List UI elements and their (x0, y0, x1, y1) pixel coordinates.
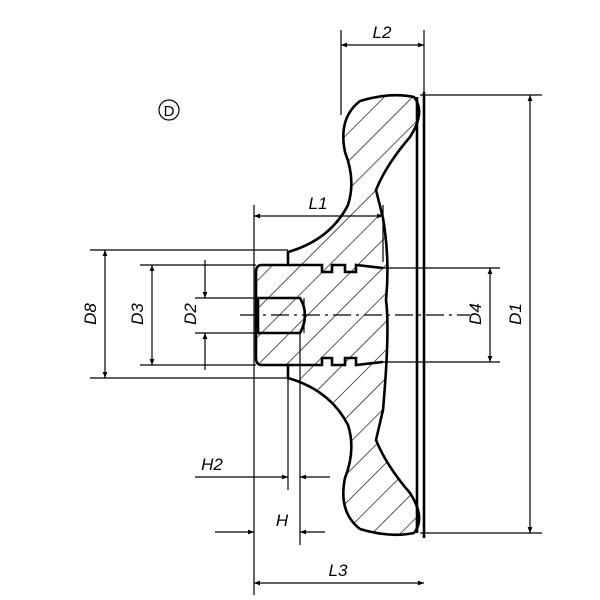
dim-D8: D8 (81, 303, 100, 325)
dimension-lines (102, 42, 533, 586)
dim-H: H (276, 511, 289, 530)
dim-D2: D2 (181, 303, 200, 325)
hub-inner-lines (288, 263, 384, 367)
dim-L2: L2 (373, 23, 392, 42)
view-marker-circle (158, 99, 180, 121)
threaded-bore (256, 296, 307, 335)
view-marker-label: D (164, 103, 175, 120)
dim-D3: D3 (128, 303, 147, 325)
dim-L1: L1 (309, 194, 328, 213)
dim-D4: D4 (466, 303, 485, 325)
dim-D1: D1 (506, 303, 525, 325)
extension-lines (90, 94, 542, 595)
dim-L3: L3 (329, 561, 348, 580)
dim-H2: H2 (201, 455, 223, 474)
